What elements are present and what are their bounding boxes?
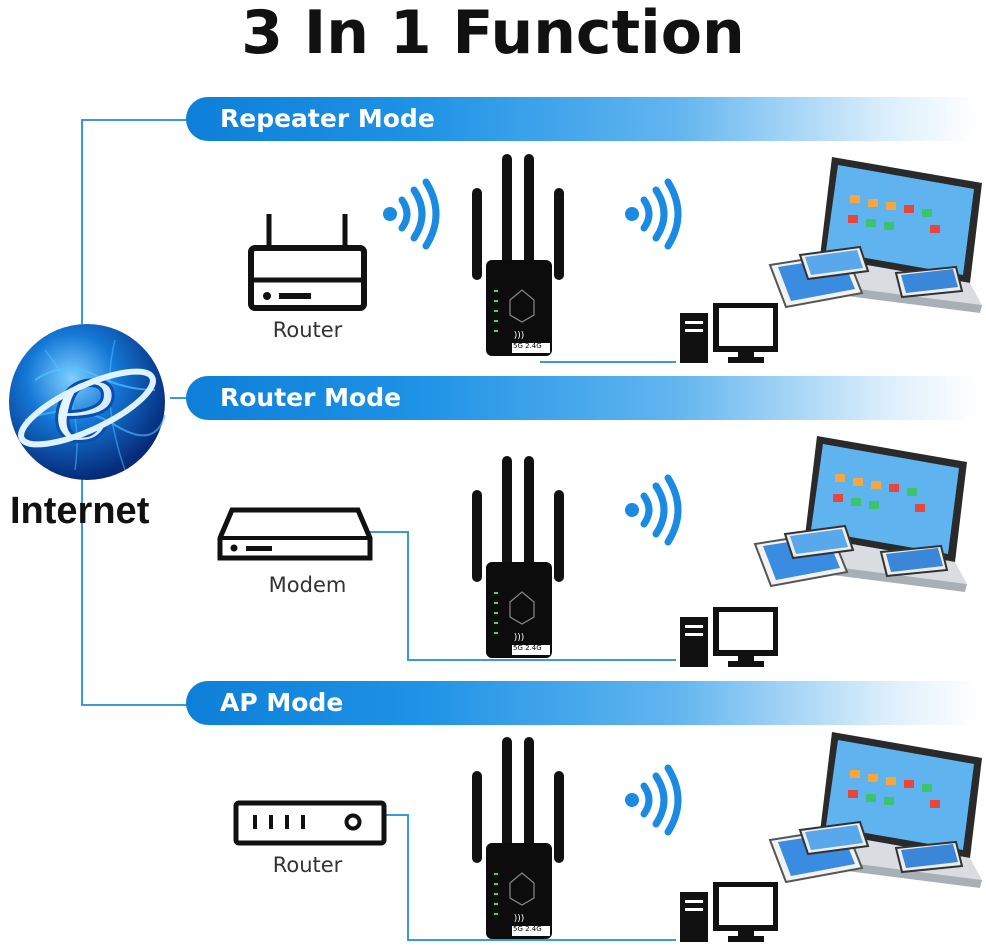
svg-text:))): ))) (514, 633, 525, 643)
modem-icon (216, 506, 374, 562)
mode-band-ap: AP Mode (186, 681, 976, 725)
wifi-extender-icon: ))) (462, 733, 572, 943)
svg-text:))): ))) (514, 914, 525, 924)
wifi-signal-icon (622, 474, 682, 546)
laptop-devices-icon (760, 730, 985, 910)
desktop-pc-icon (678, 882, 778, 944)
switch-router-icon (233, 800, 387, 846)
device-label: Modem (268, 573, 347, 597)
mode-label: Router Mode (220, 383, 402, 412)
band-badge: 5G 2.4G (513, 644, 542, 652)
router-icon (245, 212, 370, 312)
mode-band-repeater: Repeater Mode (186, 97, 976, 141)
mode-band-router: Router Mode (186, 376, 976, 420)
page-title: 3 In 1 Function (241, 0, 745, 68)
svg-text:))): ))) (514, 331, 525, 341)
wifi-extender-icon: ))) (462, 150, 572, 360)
internet-label: Internet (10, 490, 150, 532)
internet-globe-icon: e (5, 320, 170, 485)
svg-text:e: e (52, 337, 118, 467)
laptop-devices-icon (745, 434, 970, 614)
mode-label: AP Mode (220, 688, 344, 717)
laptop-devices-icon (760, 155, 985, 335)
wifi-signal-icon (380, 178, 440, 250)
desktop-pc-icon (678, 303, 778, 365)
device-label: Router (272, 853, 343, 877)
desktop-pc-icon (678, 607, 778, 669)
wifi-extender-icon: ))) (462, 452, 572, 662)
wifi-signal-icon (622, 764, 682, 836)
band-badge: 5G 2.4G (513, 342, 542, 350)
wifi-signal-icon (622, 178, 682, 250)
band-badge: 5G 2.4G (513, 925, 542, 933)
device-label: Router (272, 318, 343, 342)
mode-label: Repeater Mode (220, 104, 435, 133)
